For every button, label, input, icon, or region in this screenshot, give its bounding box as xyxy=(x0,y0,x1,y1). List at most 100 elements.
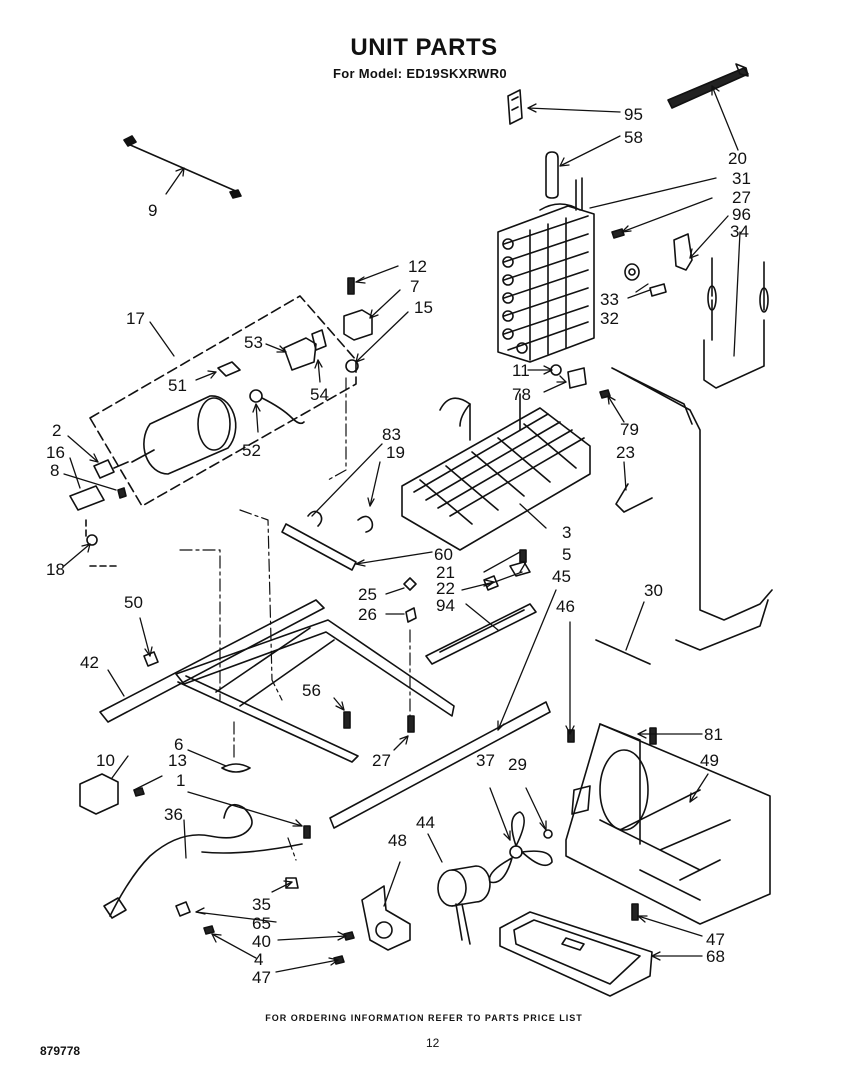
callout-8: 8 xyxy=(50,461,59,480)
callout-5: 5 xyxy=(562,545,571,564)
callout-19: 19 xyxy=(386,443,405,462)
part-8-screw xyxy=(117,487,127,499)
callout-7: 7 xyxy=(410,277,419,296)
part-68-drain-pan xyxy=(499,911,653,997)
callout-2: 2 xyxy=(52,421,61,440)
callout-29: 29 xyxy=(508,755,527,774)
callout-23: 23 xyxy=(616,443,635,462)
callout-1: 1 xyxy=(176,771,185,790)
part-53-switch xyxy=(283,337,317,371)
part-37-fan-blade xyxy=(488,811,553,884)
callout-60: 60 xyxy=(434,545,453,564)
part-5-bracket xyxy=(509,561,531,577)
callout-48: 48 xyxy=(388,831,407,850)
part-78-bracket xyxy=(567,367,587,389)
part-9-wire-strap xyxy=(123,135,242,199)
drawing-number: 879778 xyxy=(40,1044,81,1058)
part-32-clip xyxy=(649,283,667,297)
part-34-drain-tube xyxy=(703,257,769,389)
callout-83: 83 xyxy=(382,425,401,444)
part-23-tube xyxy=(611,367,773,651)
callout-40: 40 xyxy=(252,932,271,951)
part-30-wire xyxy=(595,639,651,665)
part-18-grommet xyxy=(86,534,98,546)
callout-20: 20 xyxy=(728,149,747,168)
part-6-clip xyxy=(221,763,251,773)
callout-58: 58 xyxy=(624,128,643,147)
callout-51: 51 xyxy=(168,376,187,395)
callout-22: 22 xyxy=(436,579,455,598)
part-27-screw-top xyxy=(611,228,625,239)
callout-36: 36 xyxy=(164,805,183,824)
part-10-cover xyxy=(79,773,119,815)
part-26-clip xyxy=(405,607,417,623)
callout-79: 79 xyxy=(620,420,639,439)
part-48-fan-bracket xyxy=(361,885,411,951)
part-40-screw xyxy=(343,931,355,941)
part-52-harness xyxy=(249,389,305,425)
callout-16: 16 xyxy=(46,443,65,462)
callout-56: 56 xyxy=(302,681,321,700)
callout-25: 25 xyxy=(358,585,377,604)
callout-46: 46 xyxy=(556,597,575,616)
part-12-screw xyxy=(347,277,355,295)
callout-6: 6 xyxy=(174,735,183,754)
callout-13: 13 xyxy=(168,751,187,770)
part-27-screw-bottom xyxy=(407,715,415,733)
callout-10: 10 xyxy=(96,751,115,770)
callout-42: 42 xyxy=(80,653,99,672)
callout-96: 96 xyxy=(732,205,751,224)
callout-50: 50 xyxy=(124,593,143,612)
callout-32: 32 xyxy=(600,309,619,328)
callout-65: 65 xyxy=(252,914,271,933)
part-33-plug xyxy=(624,263,640,281)
callout-34: 34 xyxy=(730,222,749,241)
model-subtitle: For Model: ED19SKXRWR0 xyxy=(333,66,507,81)
dashed-leader-18 xyxy=(85,519,121,567)
callout-26: 26 xyxy=(358,605,377,624)
callout-35: 35 xyxy=(252,895,271,914)
callout-95: 95 xyxy=(624,105,643,124)
callout-68: 68 xyxy=(706,947,725,966)
part-19-wire xyxy=(357,515,374,533)
part-47-screw-right xyxy=(631,903,639,921)
part-54-connector xyxy=(311,329,327,351)
part-83-thermostat xyxy=(307,510,323,527)
callout-53: 53 xyxy=(244,333,263,352)
page-title: UNIT PARTS xyxy=(350,34,498,61)
callout-11: 11 xyxy=(512,361,530,380)
callout-12: 12 xyxy=(408,257,427,276)
callout-labels: 95 58 20 31 27 96 34 9 12 7 15 17 53 51 … xyxy=(46,105,751,987)
part-31-evaporator-coil xyxy=(497,177,595,363)
callout-27a: 27 xyxy=(732,188,751,207)
callout-49: 49 xyxy=(700,751,719,770)
part-36-power-cord xyxy=(103,803,303,919)
callout-94: 94 xyxy=(436,596,455,615)
callout-47a: 47 xyxy=(252,968,271,987)
part-95-bracket xyxy=(507,89,523,125)
part-42-base-frame xyxy=(99,599,455,763)
part-81-screw xyxy=(649,727,657,745)
part-17-condenser-fan-motor-group xyxy=(89,295,357,507)
callout-21: 21 xyxy=(436,563,455,582)
part-49-shroud xyxy=(565,723,771,925)
part-44-fan-motor xyxy=(437,865,491,945)
callout-45: 45 xyxy=(552,567,571,586)
callout-3: 3 xyxy=(562,523,571,542)
page-number: 12 xyxy=(426,1036,440,1050)
part-56-screw xyxy=(343,711,351,729)
part-51-terminal xyxy=(217,361,241,377)
part-60-heater xyxy=(281,523,357,571)
part-13-screw xyxy=(133,787,145,797)
part-65-connector xyxy=(175,901,191,917)
callout-54: 54 xyxy=(310,385,329,404)
callout-78: 78 xyxy=(512,385,531,404)
callout-37: 37 xyxy=(476,751,495,770)
callout-4: 4 xyxy=(254,950,263,969)
callout-81: 81 xyxy=(704,725,723,744)
callout-33: 33 xyxy=(600,290,619,309)
callout-30: 30 xyxy=(644,581,663,600)
callout-52: 52 xyxy=(242,441,261,460)
part-94-trough xyxy=(425,603,537,665)
part-96-bracket xyxy=(673,233,693,271)
